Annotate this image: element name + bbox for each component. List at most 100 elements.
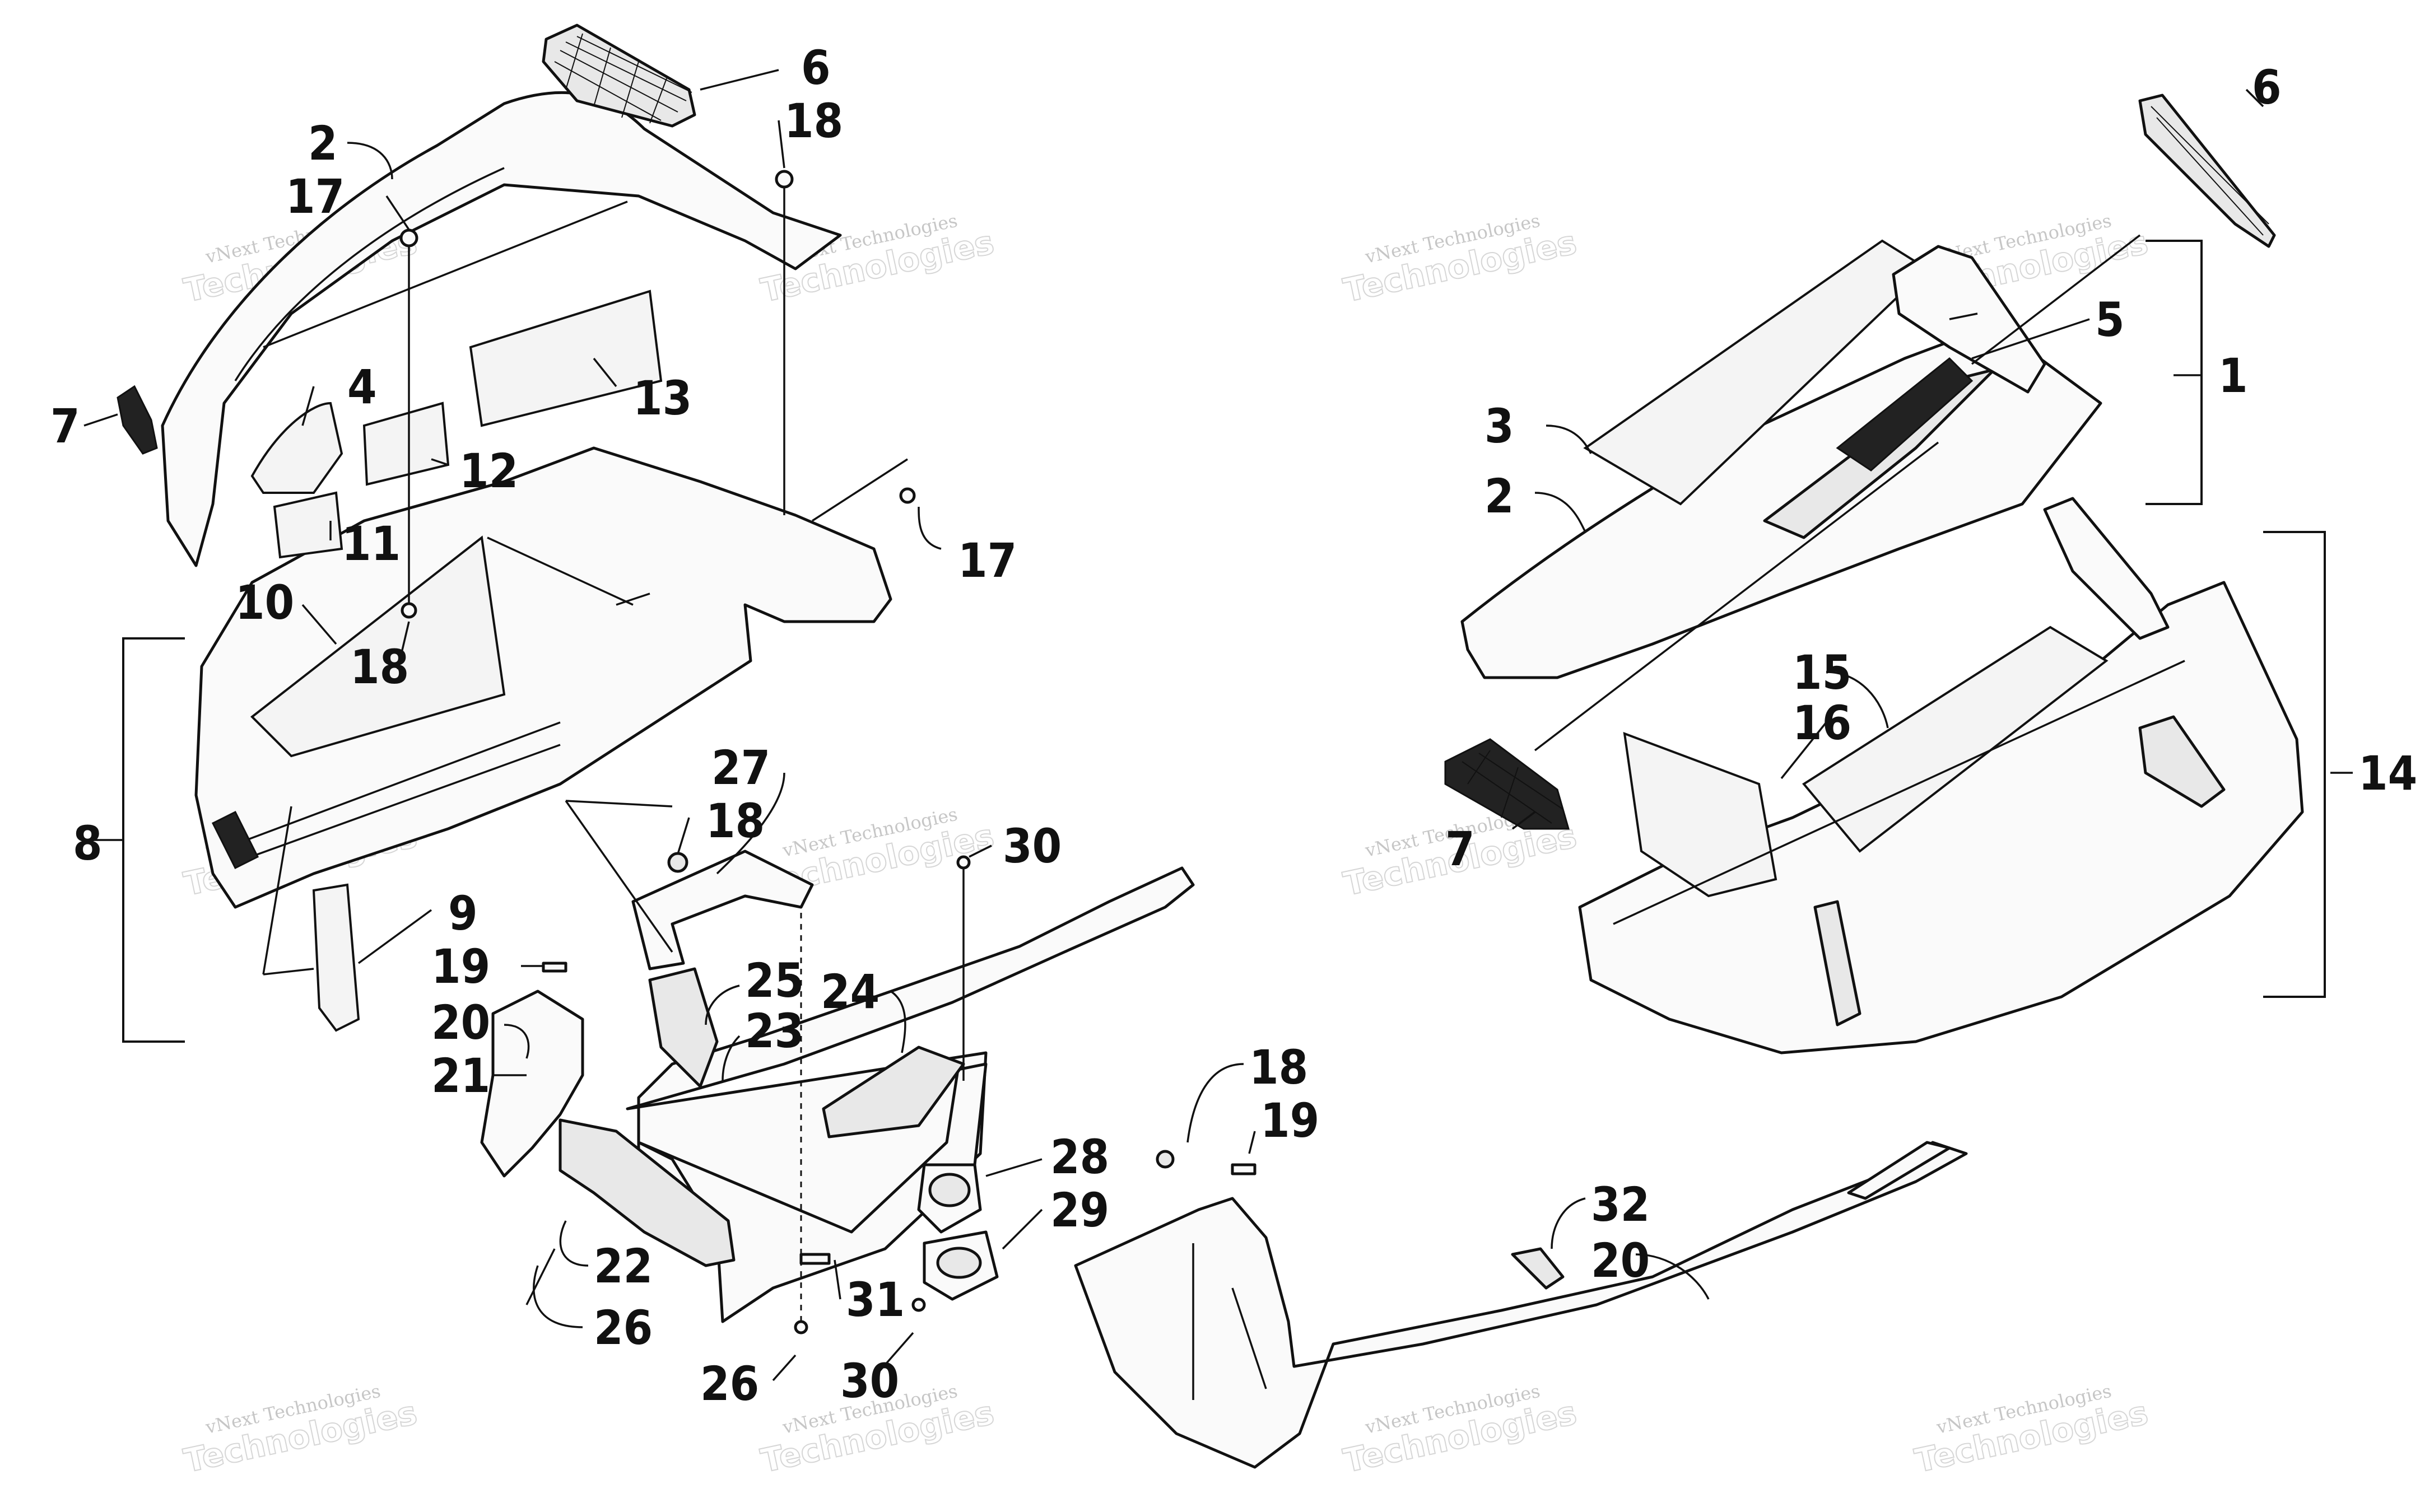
callout-8: 8 xyxy=(73,816,103,871)
callout-30: 30 xyxy=(1003,819,1062,874)
rivet-30 xyxy=(956,855,971,870)
callout-5: 5 xyxy=(2095,292,2125,347)
side-panel-assembly xyxy=(1578,497,2304,1054)
callout-labels: 6 18 2 17 4 13 7 12 17 11 10 18 8 9 27 1… xyxy=(50,40,2417,1411)
rail-contour xyxy=(1192,1243,1267,1400)
callout-17-right: 17 xyxy=(958,533,1017,588)
callout-26: 26 xyxy=(594,1300,653,1355)
bolt-19 xyxy=(542,962,567,973)
upper-left-assembly xyxy=(117,24,916,1032)
bracket-8 xyxy=(122,637,185,1043)
bracket-14 xyxy=(2263,531,2326,998)
leader-lines xyxy=(83,69,2353,1382)
callout-6-right: 6 xyxy=(2252,60,2282,115)
rivet-26-pin xyxy=(525,1248,556,1305)
nut-18-bottom xyxy=(1156,1150,1175,1169)
callout-28: 28 xyxy=(1050,1130,1109,1184)
callout-25: 25 xyxy=(745,953,804,1008)
vent-ring-29-hole xyxy=(936,1247,982,1279)
clip-32 xyxy=(1511,1247,1565,1290)
bolt-17-right xyxy=(899,487,916,504)
callout-20-bottom: 20 xyxy=(1591,1233,1650,1288)
bolt-19-bottom xyxy=(1231,1163,1256,1175)
callout-4: 4 xyxy=(347,360,377,414)
frame-rail-assembly xyxy=(1074,1141,1968,1469)
decal-12 xyxy=(362,402,450,486)
callout-10: 10 xyxy=(235,575,294,630)
decal-9 xyxy=(312,883,360,1032)
callout-30-lower: 30 xyxy=(840,1354,899,1408)
callout-17: 17 xyxy=(286,169,345,224)
belly-pan-assembly xyxy=(480,800,1195,1334)
vent-7-right xyxy=(1444,738,1570,830)
callout-20: 20 xyxy=(431,995,490,1050)
nut-18 xyxy=(775,170,794,189)
callout-15: 15 xyxy=(1793,645,1851,700)
callout-14: 14 xyxy=(2358,746,2417,801)
callout-18-bottom: 18 xyxy=(1249,1040,1308,1095)
shell-slot xyxy=(211,810,259,870)
vent-ring-28-hole xyxy=(928,1173,971,1207)
decal-13 xyxy=(469,290,663,427)
panel-25 xyxy=(648,967,719,1088)
callout-19-bottom: 19 xyxy=(1260,1093,1319,1148)
callout-24: 24 xyxy=(821,964,879,1019)
callout-22: 22 xyxy=(594,1239,653,1294)
grill-mesh xyxy=(554,33,692,124)
fastener-axis xyxy=(812,458,908,522)
callout-31: 31 xyxy=(846,1272,905,1327)
side-vent-slot xyxy=(2138,715,2226,808)
mount-27 xyxy=(631,850,814,970)
side-vent-lower xyxy=(1813,900,1861,1026)
logo-badge xyxy=(1836,357,1974,472)
windshield-decal-10 xyxy=(250,535,506,758)
callout-26-lower: 26 xyxy=(700,1356,759,1411)
hood-lower-shell xyxy=(194,446,892,909)
hood-contour xyxy=(234,167,628,381)
callout-2-right: 2 xyxy=(1484,469,1514,524)
bracket-22 xyxy=(559,1118,736,1267)
side-bracket-21 xyxy=(480,990,584,1178)
callout-29: 29 xyxy=(1050,1183,1109,1238)
hood-top-panel xyxy=(161,91,842,567)
assembly-axis xyxy=(1534,234,2141,752)
frame-rail-top xyxy=(1847,1141,1951,1200)
callout-27: 27 xyxy=(711,740,770,795)
assembly-axis xyxy=(565,800,673,953)
callout-3: 3 xyxy=(1484,399,1514,454)
bolt-31 xyxy=(799,1253,831,1265)
callout-7-right: 7 xyxy=(1445,822,1475,876)
callout-2: 2 xyxy=(308,116,338,171)
right-hood-assembly xyxy=(1444,94,2276,830)
callout-18-lower: 18 xyxy=(350,640,409,694)
rivet-30-lower xyxy=(911,1298,926,1312)
callout-6: 6 xyxy=(801,40,831,95)
callout-9: 9 xyxy=(448,886,478,941)
decal-15 xyxy=(1802,626,2109,853)
callout-16: 16 xyxy=(1793,696,1851,750)
nut-18-lower-left xyxy=(667,852,688,873)
decal-16 xyxy=(1623,731,1777,898)
grill-mesh xyxy=(2151,106,2269,236)
callout-12: 12 xyxy=(459,444,518,498)
nut-18-lower xyxy=(401,602,417,619)
pad-24 xyxy=(822,1046,965,1138)
panel-contour xyxy=(1613,660,2185,925)
callout-21: 21 xyxy=(431,1048,490,1103)
side-vent-left xyxy=(117,385,158,455)
side-panel-top xyxy=(2043,497,2170,640)
decal-9-guide xyxy=(262,806,314,976)
callout-7: 7 xyxy=(50,399,80,454)
callout-1: 1 xyxy=(2218,348,2248,403)
grill-6-right xyxy=(2138,94,2276,248)
callout-11: 11 xyxy=(342,516,401,571)
callout-23: 23 xyxy=(745,1004,804,1058)
callout-13: 13 xyxy=(633,371,692,426)
hood-right-top xyxy=(1892,245,2046,394)
shell-contour xyxy=(235,536,650,864)
bracket-1 xyxy=(2146,240,2203,505)
callout-32: 32 xyxy=(1591,1177,1650,1232)
callout-18-left: 18 xyxy=(706,794,765,848)
rivet-26 xyxy=(794,1320,808,1334)
